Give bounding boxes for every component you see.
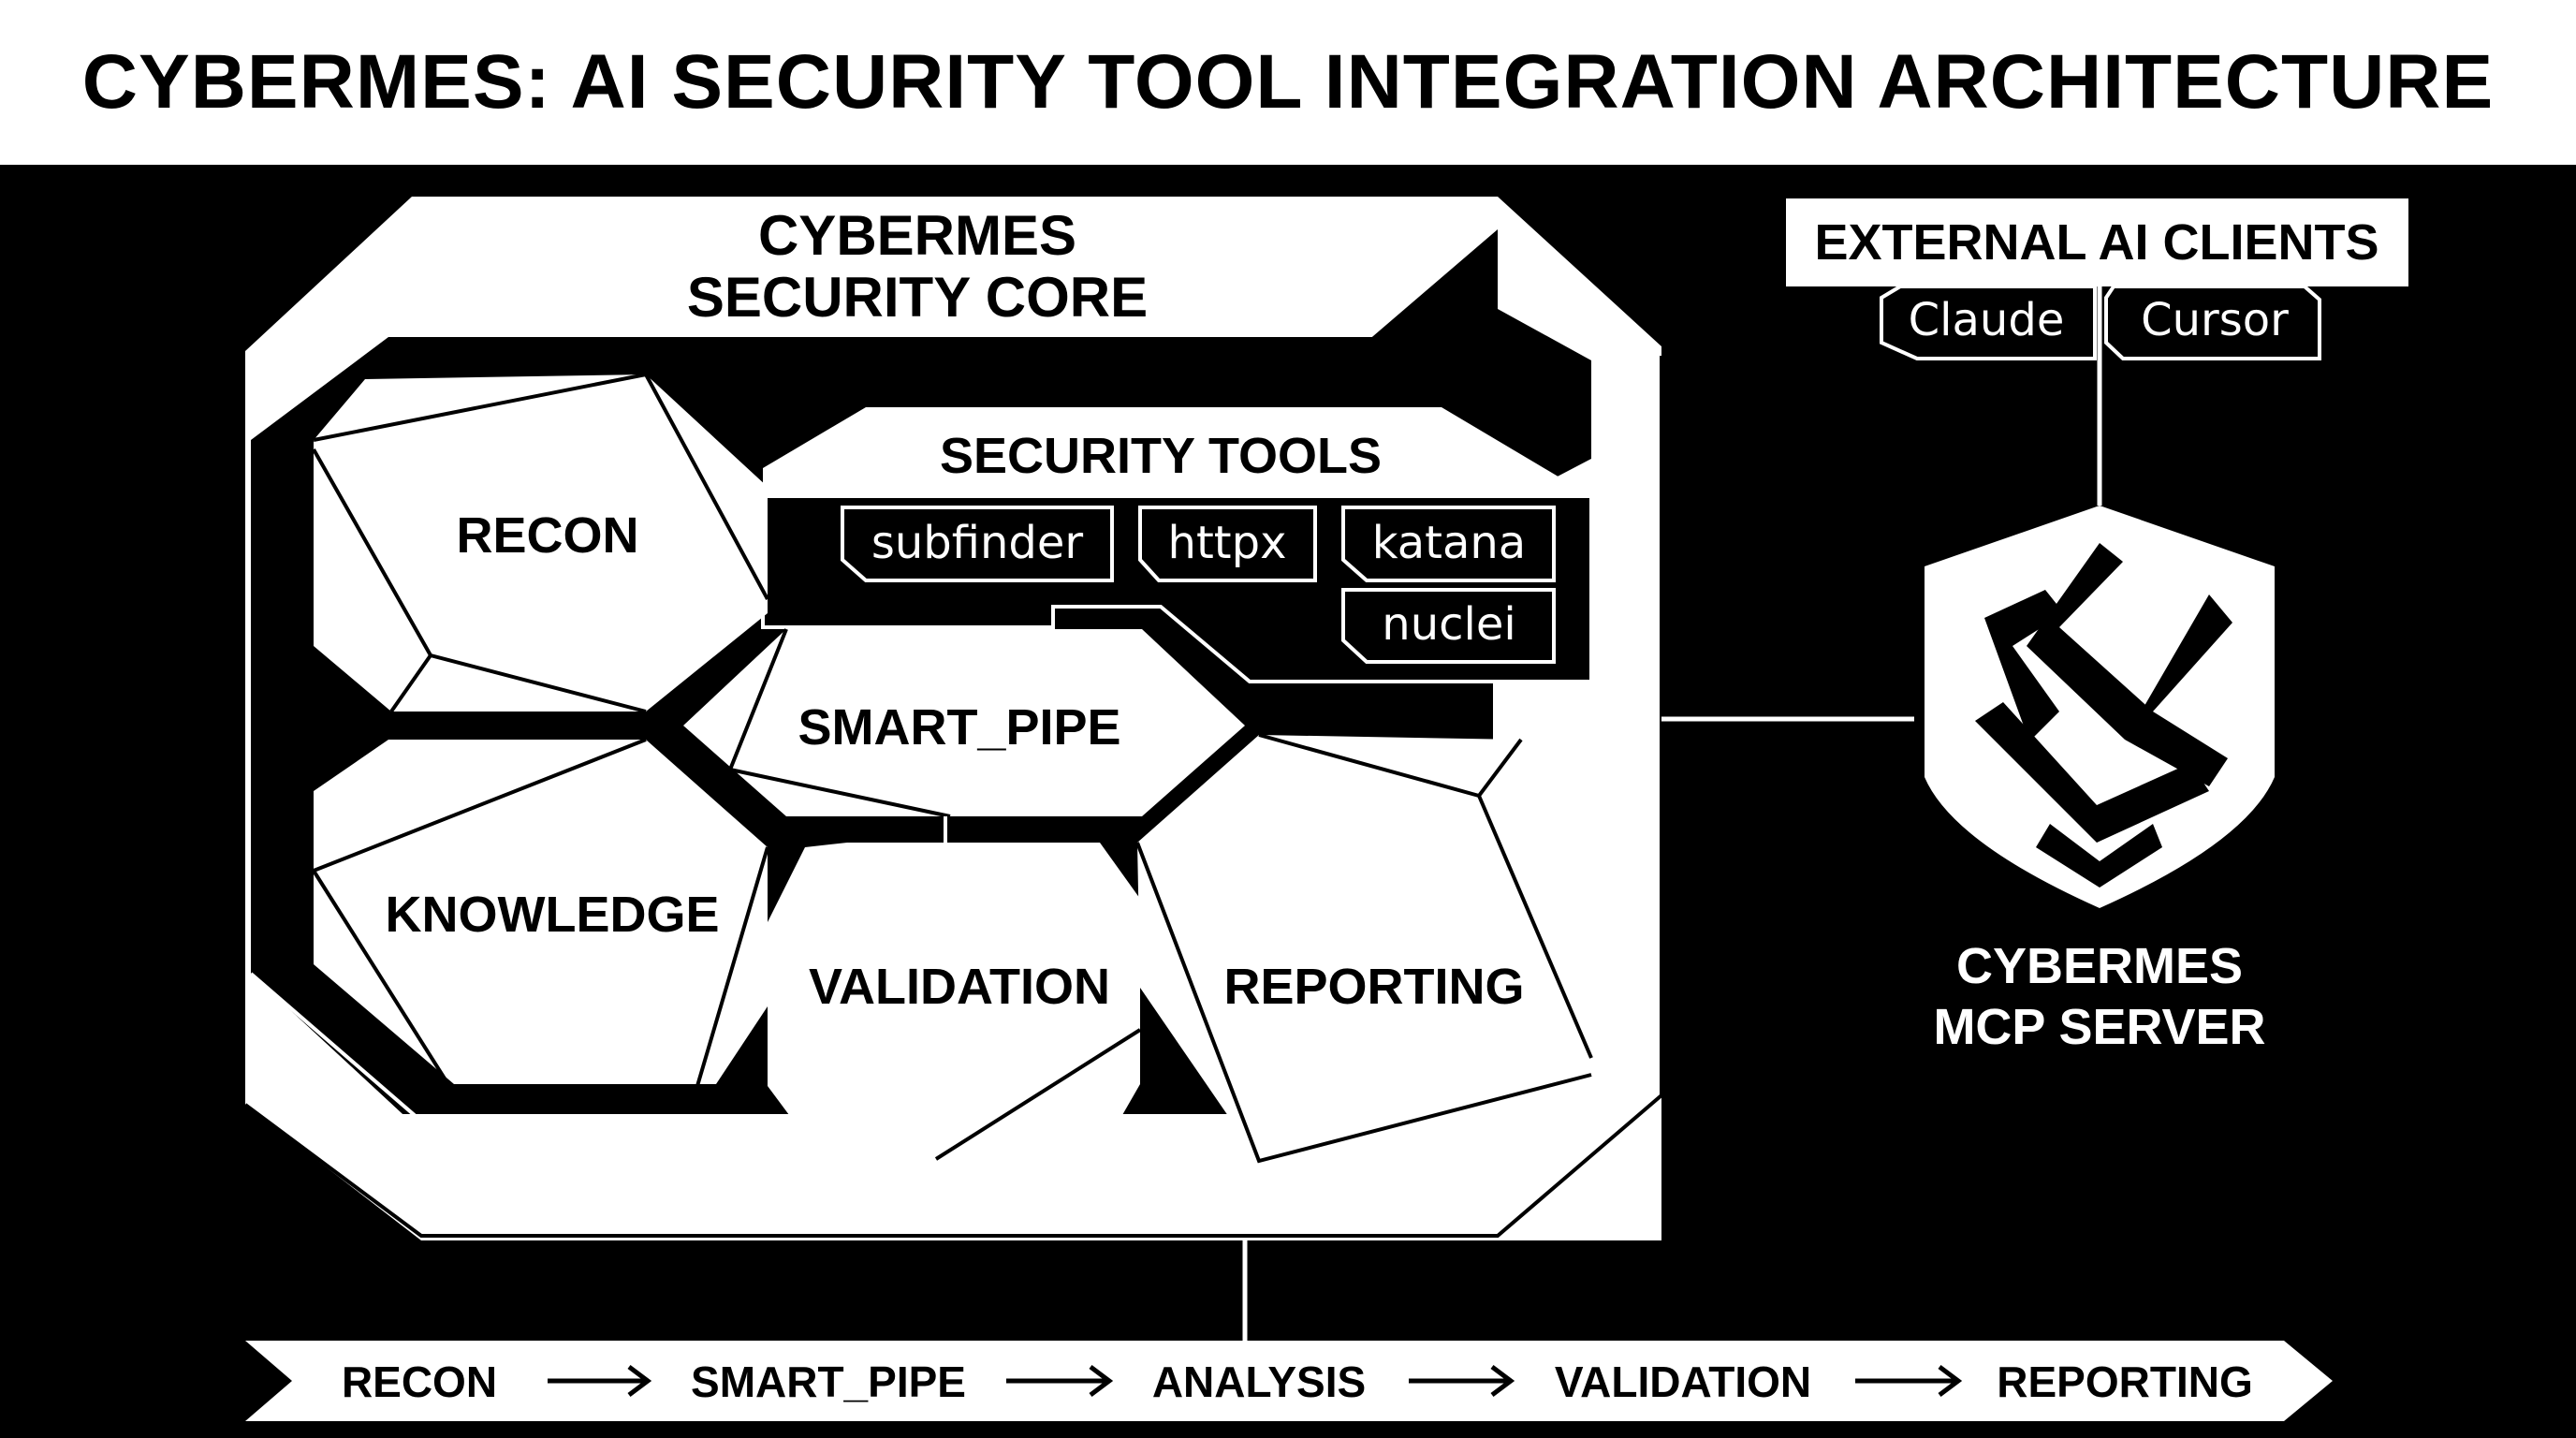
module-reporting-label: REPORTING (1223, 959, 1524, 1015)
server-label-line2: MCP SERVER (1933, 999, 2265, 1055)
external-clients-header (1786, 198, 2408, 286)
long-arrow-right-icon (548, 1365, 652, 1397)
module-reporting: REPORTING (1135, 733, 1593, 1164)
tool-tag-httpx: httpx (1138, 506, 1317, 582)
long-arrow-right-icon (1409, 1365, 1515, 1397)
tool-tag-subfinder: subfinder (841, 506, 1114, 582)
tools-panel-header (763, 407, 1591, 496)
client-tag-cursor: Cursor (2104, 285, 2321, 360)
core-frame-notch (1367, 229, 1591, 384)
tools-panel-title: SECURITY TOOLS (940, 428, 1382, 484)
module-smart-pipe-label: SMART_PIPE (798, 699, 1120, 756)
client-tag-claude: Claude (1880, 285, 2097, 360)
core-title-line1: CYBERMES (758, 204, 1076, 267)
title-bar: CYBERMES: AI SECURITY TOOL INTEGRATION A… (0, 0, 2576, 165)
tool-label-nuclei: nuclei (1382, 598, 1515, 651)
module-smart-pipe: SMART_PIPE (683, 628, 1245, 818)
tool-label-httpx: httpx (1168, 517, 1287, 569)
module-recon-label: RECON (456, 507, 638, 564)
core-frame-edge-line (243, 356, 1663, 1238)
long-arrow-right-icon (1855, 1365, 1963, 1397)
tool-label-katana: katana (1372, 517, 1526, 569)
module-recon: RECON (312, 372, 769, 713)
client-label-cursor: Cursor (2141, 294, 2289, 346)
tool-tag-katana: katana (1341, 506, 1556, 582)
shield-knot-icon (1925, 506, 2275, 908)
pipeline-stage-validation: VALIDATION (1555, 1357, 1811, 1406)
core-title-line2: SECURITY CORE (687, 266, 1148, 329)
pipeline-stage-recon: RECON (342, 1357, 497, 1406)
pipeline-banner-shape (245, 1341, 2333, 1421)
pipeline-banner: RECON SMART_PIPE ANALYSIS VALIDATION REP… (245, 1341, 2333, 1421)
core-corner-line (249, 972, 476, 1236)
client-label-claude: Claude (1909, 294, 2065, 346)
external-clients-title: EXTERNAL AI CLIENTS (1814, 214, 2378, 271)
module-knowledge: KNOWLEDGE (312, 738, 769, 1088)
module-knowledge-label: KNOWLEDGE (386, 887, 720, 943)
validation-pointer-triangle (711, 1128, 828, 1191)
page-title: CYBERMES: AI SECURITY TOOL INTEGRATION A… (81, 39, 2495, 125)
pipeline-stage-analysis: ANALYSIS (1152, 1357, 1366, 1406)
tool-tag-nuclei: nuclei (1341, 588, 1556, 664)
pipeline-stage-smart-pipe: SMART_PIPE (691, 1357, 966, 1406)
server-label-line1: CYBERMES (1956, 938, 2243, 994)
module-validation-label: VALIDATION (809, 959, 1110, 1015)
module-validation: VALIDATION (768, 843, 1142, 1161)
core-corner-facet (251, 974, 431, 1161)
external-ai-clients: EXTERNAL AI CLIENTS Claude Cursor (1786, 198, 2408, 360)
tool-label-subfinder: subfinder (871, 517, 1084, 569)
security-tools-panel: SECURITY TOOLS subfinder httpx katana nu… (761, 407, 1593, 683)
long-arrow-right-icon (1006, 1365, 1114, 1397)
pipeline-stage-reporting: REPORTING (1997, 1357, 2252, 1406)
